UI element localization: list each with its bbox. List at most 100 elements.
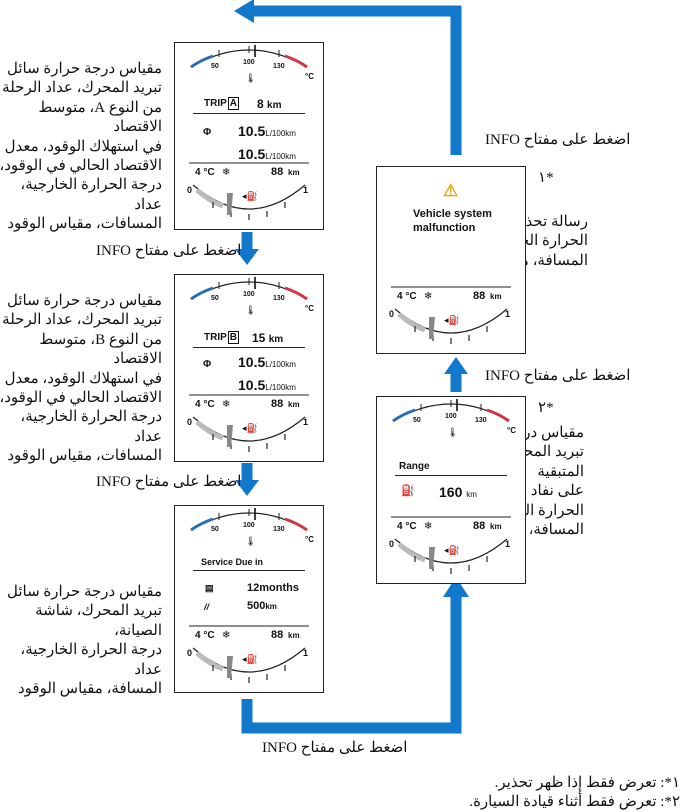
current-economy: 10.5L/100km [238,377,296,393]
info-press-label-bottom: اضغط على مفتاح INFO [262,740,408,756]
trip-b-value: 15 km [252,331,284,345]
service-distance: 500km [247,600,277,612]
range-title: Range [399,461,430,472]
service-title: Service Due in [201,557,264,567]
outside-temp: 4 °C [195,630,215,641]
fuel-pump-icon: ⛽ [401,485,415,497]
description-trip-a: مقياس درجة حرارة سائل تبريد المحرك، عداد… [0,61,162,233]
fuel-icon: ◂⛽ [444,544,460,556]
temp-hot-zone [284,517,308,532]
marker-star-2: ٢* [538,400,554,416]
temp-cold-zone [190,54,214,69]
temp-label-50: 50 [211,63,219,70]
temp-label-130: 130 [273,526,285,533]
odometer: 88 [271,398,283,410]
avg-economy: 10.5L/100km [238,354,296,370]
coolant-icon: 🌡 [245,536,256,547]
fuel-icon: ◂⛽ [242,653,258,665]
service-months: 12months [247,582,299,594]
arrow-head-warning [444,357,468,374]
coolant-icon: 🌡 [245,305,256,316]
info-press-label-b-service: اضغط على مفتاح INFO [96,474,242,490]
footnote-2: ٢*: تعرض فقط أثناء قيادة السيارة. [469,794,680,810]
fuel-economy-icon: Φ [203,127,212,138]
arrow-head-service [235,480,259,496]
temp-label-100: 100 [445,413,457,420]
fuel-label-0: 0 [389,539,394,549]
footnote-1: ١*: تعرض فقط إذا ظهر تحذير. [494,775,680,791]
fuel-label-1: 1 [505,309,510,319]
fuel-icon: ◂⛽ [242,190,258,202]
coolant-icon: 🌡 [447,427,458,438]
snow-icon: ❄ [424,521,432,532]
fuel-icon: ◂⛽ [444,314,460,326]
outside-temp: 4 °C [195,399,215,410]
warning-line-2: malfunction [413,222,476,234]
odometer-unit: km [288,400,300,409]
snow-icon: ❄ [424,291,432,302]
fuel-label-0: 0 [187,185,192,195]
coolant-icon: 🌡 [245,73,256,84]
temp-label-50: 50 [211,526,219,533]
fuel-needle [227,193,233,215]
fuel-label-0: 0 [389,309,394,319]
temp-label-100: 100 [243,522,255,529]
description-service: مقياس درجة حرارة سائل تبريد المحرك، شاشة… [6,584,162,698]
fuel-low-zone [397,542,426,563]
temp-label-130: 130 [475,417,487,424]
temp-unit: °C [305,72,314,81]
fuel-needle [227,425,233,447]
odometer: 88 [473,290,485,302]
temp-unit: °C [305,535,314,544]
temp-hot-zone [284,54,308,69]
divider [193,113,305,114]
snow-icon: ❄ [222,167,230,178]
avg-economy: 10.5L/100km [238,123,296,139]
fuel-label-1: 1 [303,185,308,195]
fuel-label-1: 1 [303,648,308,658]
temp-hot-zone [284,286,308,301]
odometer: 88 [271,166,283,178]
arrow-head-trip-a [234,0,254,23]
arrow-head-range [443,577,469,597]
temp-label-130: 130 [273,63,285,70]
info-press-label-range-warning: اضغط على مفتاح INFO [485,368,631,384]
outside-temp: 4 °C [397,291,417,302]
fuel-low-zone [195,188,224,209]
fuel-icon: ◂⛽ [242,422,258,434]
temp-unit: °C [305,304,314,313]
range-value: 160 km [439,484,477,500]
fuel-economy-icon: Φ [203,359,212,370]
outside-temp: 4 °C [397,521,417,532]
temp-cold-zone [190,517,214,532]
warning-icon: ⚠ [443,181,459,200]
temp-cold-zone [190,286,214,301]
fuel-low-zone [195,651,224,672]
trip-letter-a: A [227,97,240,110]
temp-label-50: 50 [211,295,219,302]
fuel-label-1: 1 [303,417,308,427]
divider [193,347,305,348]
current-economy: 10.5L/100km [238,146,296,162]
divider [395,475,507,476]
arrow-service-to-range [241,595,462,734]
description-trip-b: مقياس درجة حرارة سائل تبريد المحرك، عداد… [0,293,162,465]
temp-cold-zone [392,408,416,423]
outside-temp: 4 °C [195,167,215,178]
trip-letter-b: B [227,331,240,344]
info-press-label-top: اضغط على مفتاح INFO [485,132,631,148]
temp-label-50: 50 [413,417,421,424]
arrow-head-trip-b [235,249,259,265]
trip-a-value: 8 km [257,97,282,111]
temp-label-130: 130 [273,295,285,302]
info-press-label-a-b: اضغط على مفتاح INFO [96,243,242,259]
road-icon: // [204,602,210,612]
temp-label-100: 100 [243,59,255,66]
snow-icon: ❄ [222,630,230,641]
